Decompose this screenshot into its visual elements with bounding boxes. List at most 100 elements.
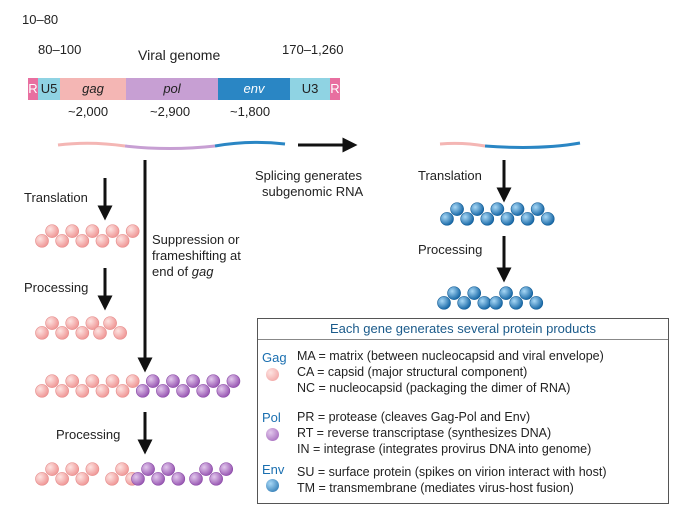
env-polyprotein-bead: [510, 202, 525, 216]
gag-polyprotein-bead: [65, 224, 80, 238]
processing-right-label: Processing: [418, 242, 483, 257]
segment-r-left: R: [28, 78, 38, 100]
final-pol-b-bead: [219, 462, 234, 476]
env-tm-bead: [489, 296, 503, 310]
final-gag-b-bead: [115, 462, 129, 476]
env-tm-bead: [529, 296, 544, 310]
gag-pol-polyprotein-bead: [216, 384, 231, 398]
u5-length-label: 80–100: [38, 42, 82, 57]
legend-line-ca: CA = capsid (major structural component): [297, 365, 528, 379]
rna-pol: [124, 144, 216, 150]
gag-pol-polyprotein-bead: [55, 384, 69, 398]
segment-u5: U5: [38, 78, 60, 100]
subgenomic-rna-env: [484, 141, 581, 149]
segment-pol: pol: [126, 78, 218, 100]
final-pol-a-bead: [151, 472, 165, 486]
gag-processed-a-bead: [45, 316, 59, 330]
env-polyprotein-bead: [480, 212, 495, 226]
gag-processed-b-bead: [103, 316, 117, 330]
suppression-line-2: frameshifting at: [152, 248, 241, 263]
final-gag-a-bead: [85, 462, 100, 476]
splicing-line-1: Splicing generates: [255, 168, 362, 183]
env-su-bead: [467, 286, 482, 300]
gag-pol-polyprotein-bead: [166, 374, 180, 388]
env-su-bead: [447, 286, 461, 300]
env-polyprotein-bead: [540, 212, 555, 226]
legend-line-nc: NC = nucleocapsid (packaging the dimer o…: [297, 381, 571, 395]
env-polyprotein-bead: [530, 202, 545, 216]
gag-processed-b-bead: [93, 326, 107, 340]
gag-pol-polyprotein-bead: [226, 374, 241, 388]
protein-beads: [35, 202, 555, 486]
translation-left-label: Translation: [24, 190, 88, 205]
env-size: ~1,800: [230, 104, 271, 119]
splicing-line-2: subgenomic RNA: [262, 184, 364, 199]
gag-pol-polyprotein-bead: [45, 374, 59, 388]
gag-pol-polyprotein-bead: [115, 384, 130, 398]
final-pol-a-bead: [161, 462, 176, 476]
legend-box: Each gene generates several protein prod…: [257, 318, 669, 504]
gag-processed-a-bead: [75, 326, 90, 340]
gag-pol-polyprotein-bead: [95, 384, 110, 398]
final-gag-a-bead: [55, 472, 69, 486]
env-polyprotein-bead: [460, 212, 474, 226]
legend-line-rt: RT = reverse transcriptase (synthesizes …: [297, 426, 552, 440]
env-polyprotein-bead: [470, 202, 485, 216]
gag-pol-polyprotein-bead: [206, 374, 221, 388]
legend-dot-pol: [266, 428, 279, 441]
legend-divider: [258, 339, 668, 340]
final-pol-a-bead: [131, 472, 145, 486]
gag-pol-polyprotein-bead: [125, 374, 140, 388]
gag-pol-polyprotein-bead: [85, 374, 100, 388]
segment-r-right: R: [330, 78, 340, 100]
env-tm-bead: [509, 296, 523, 310]
final-pol-b-bead: [209, 472, 223, 486]
genome-title: Viral genome: [138, 47, 221, 63]
final-gag-a-bead: [45, 462, 59, 476]
env-tm-bead: [499, 286, 513, 300]
env-su-bead: [477, 296, 492, 310]
gag-pol-polyprotein-bead: [176, 384, 190, 398]
legend-dot-env: [266, 479, 279, 492]
translation-right-label: Translation: [418, 168, 482, 183]
gag-polyprotein-bead: [55, 234, 69, 248]
legend-title: Each gene generates several protein prod…: [330, 321, 596, 336]
gag-polyprotein-bead: [105, 224, 120, 238]
gag-pol-polyprotein-bead: [156, 384, 170, 398]
final-gag-a-bead: [35, 472, 49, 486]
final-pol-b-bead: [189, 472, 203, 486]
gag-pol-polyprotein-bead: [65, 374, 80, 388]
gag-pol-polyprotein-bead: [186, 374, 200, 388]
gag-pol-polyprotein-bead: [135, 384, 150, 398]
segment-gag: gag: [60, 78, 126, 100]
legend-line-tm: TM = transmembrane (mediates virus-host …: [297, 481, 574, 495]
gag-processed-b-bead: [113, 326, 127, 340]
suppression-line-3: end of gag: [152, 264, 214, 279]
gag-polyprotein-bead: [85, 224, 100, 238]
env-polyprotein-bead: [500, 212, 515, 226]
segment-env: env: [218, 78, 290, 100]
legend-gene-pol: Pol: [262, 410, 281, 425]
legend-dot-gag: [266, 368, 279, 381]
final-pol-a-bead: [171, 472, 186, 486]
segment-u3: U3: [290, 78, 330, 100]
processing-bottom-label: Processing: [56, 427, 121, 442]
gag-polyprotein-bead: [35, 234, 49, 248]
gag-pol-polyprotein-bead: [105, 374, 120, 388]
final-pol-a-bead: [141, 462, 155, 476]
legend-line-ma: MA = matrix (between nucleocapsid and vi…: [297, 349, 604, 363]
r-length-label: 10–80: [22, 12, 59, 27]
gag-pol-polyprotein-bead: [75, 384, 90, 398]
gag-polyprotein-bead: [75, 234, 90, 248]
env-tm-bead: [519, 286, 534, 300]
gag-processed-a-bead: [65, 316, 80, 330]
gag-size: ~2,000: [68, 104, 109, 119]
gag-polyprotein-bead: [115, 234, 130, 248]
pol-size: ~2,900: [150, 104, 191, 119]
processing-left-label: Processing: [24, 280, 89, 295]
env-polyprotein-bead: [450, 202, 464, 216]
rna-env: [214, 140, 286, 148]
gag-pol-polyprotein-bead: [35, 384, 49, 398]
gag-processed-a-bead: [85, 316, 100, 330]
